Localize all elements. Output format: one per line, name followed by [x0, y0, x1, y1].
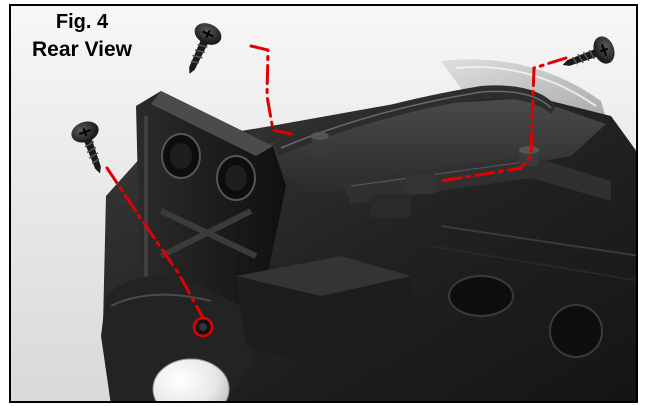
callout-line-right: [439, 56, 568, 183]
slot-opening-2: [549, 304, 603, 358]
figure-frame: Fig. 4 Rear View: [9, 4, 638, 403]
screw-path-callouts: [105, 44, 568, 320]
phillips-screw-icon: [562, 36, 615, 66]
rear-view-illustration: [71, 23, 636, 401]
phillips-screw-icon: [189, 23, 222, 74]
callout-line-top: [249, 44, 293, 136]
handle-rail: [273, 85, 556, 156]
slot-opening-1: [448, 275, 514, 317]
phillips-screw-icon: [71, 121, 101, 174]
white-knob: [153, 359, 229, 401]
callout-line-left: [105, 166, 205, 320]
